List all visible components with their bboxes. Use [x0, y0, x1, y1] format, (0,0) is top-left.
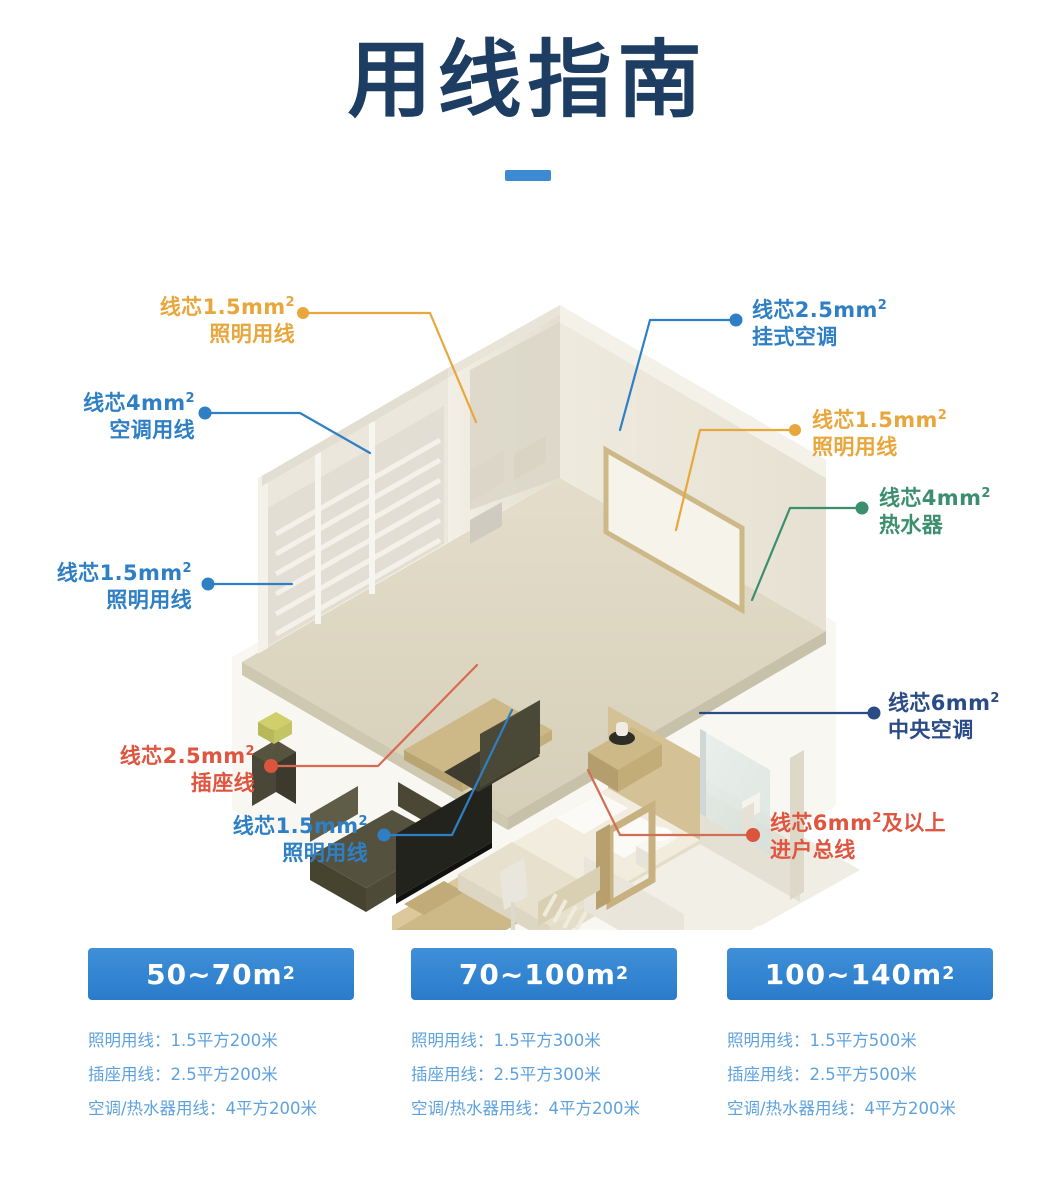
- callout-line1: 线芯2.5mm2: [752, 298, 888, 322]
- closet-rail: [538, 866, 600, 930]
- callout-line1: 线芯1.5mm2: [159, 295, 295, 319]
- callout-line1: 线芯2.5mm2: [119, 744, 255, 768]
- card-row-ac-heater: 空调/热水器用线：4平方200米: [411, 1098, 641, 1118]
- nightstand: [588, 722, 662, 792]
- card-row-ac-heater: 空调/热水器用线：4平方200米: [88, 1098, 318, 1118]
- leader-main-feed: [586, 768, 755, 837]
- callout-wall-ac-top-right: 线芯2.5mm2 挂式空调: [752, 297, 887, 352]
- callout-line2: 照明用线: [812, 435, 898, 460]
- television: [396, 778, 492, 904]
- callout-lighting-mid-left: 线芯1.5mm2 照明用线: [0, 560, 192, 615]
- callout-lighting-top-right: 线芯1.5mm2 照明用线: [812, 407, 947, 462]
- leader-lighting-top-right: [674, 428, 797, 532]
- card-row-lighting: 照明用线：1.5平方200米: [88, 1031, 278, 1050]
- callout-lighting-bottom-left: 线芯1.5mm2 照明用线: [140, 813, 368, 868]
- callout-line2: 插座线: [190, 771, 255, 796]
- callout-central-ac: 线芯6mm2 中央空调: [888, 690, 1000, 745]
- room-partition: [470, 322, 560, 510]
- callout-main-feed: 线芯6mm2及以上 进户总线: [770, 810, 946, 865]
- card-body-100-140: 照明用线：1.5平方500米 插座用线：2.5平方500米 空调/热水器用线：4…: [727, 1024, 993, 1125]
- page-header: 用线指南: [0, 0, 1055, 210]
- office-chair: [444, 700, 540, 792]
- callout-line2: 空调用线: [109, 418, 195, 443]
- callout-line2: 挂式空调: [752, 325, 838, 350]
- callout-line2: 中央空调: [888, 718, 974, 743]
- callout-line2: 进户总线: [770, 838, 856, 863]
- card-row-socket: 插座用线：2.5平方300米: [411, 1064, 601, 1084]
- card-row-socket: 插座用线：2.5平方200米: [88, 1064, 278, 1084]
- leader-socket-bottom-left: [269, 663, 479, 768]
- card-row-ac-heater: 空调/热水器用线：4平方200米: [727, 1098, 957, 1118]
- callout-line2: 照明用线: [209, 322, 295, 347]
- callout-line1: 线芯4mm2: [879, 486, 991, 510]
- leader-lighting-top-left: [301, 311, 478, 424]
- card-row-socket: 插座用线：2.5平方500米: [727, 1064, 917, 1084]
- callout-line2: 照明用线: [282, 841, 368, 866]
- leader-lighting-bottom-left: [382, 708, 514, 837]
- title-underline-accent: [504, 170, 551, 181]
- callout-line1: 线芯6mm2: [888, 691, 1000, 715]
- callout-lighting-top-left: 线芯1.5mm2 照明用线: [10, 294, 295, 349]
- callout-line1: 线芯1.5mm2: [812, 408, 948, 432]
- potted-plant: [252, 712, 296, 806]
- page-title: 用线指南: [347, 31, 708, 129]
- leader-water-heater: [750, 506, 864, 602]
- callout-line1: 线芯4mm2: [83, 391, 195, 415]
- callout-line2: 照明用线: [106, 588, 192, 613]
- card-row-lighting: 照明用线：1.5平方500米: [727, 1031, 917, 1050]
- leader-ac-top-left: [203, 411, 372, 455]
- leader-lines: [198, 307, 881, 842]
- callout-line1: 线芯1.5mm2: [232, 814, 368, 838]
- card-body-50-70: 照明用线：1.5平方200米 插座用线：2.5平方200米 空调/热水器用线：4…: [88, 1024, 354, 1125]
- apartment-illustration: 线芯1.5mm2 照明用线 线芯4mm2 空调用线 线芯1.5mm2 照明用线 …: [0, 210, 1055, 930]
- bathroom: [584, 729, 804, 930]
- floor-lamp: [500, 858, 528, 930]
- callout-line2: 热水器: [879, 513, 944, 538]
- callout-line1: 线芯1.5mm2: [56, 561, 192, 585]
- ceiling-edge: [262, 305, 560, 486]
- callout-ac-top-left: 线芯4mm2 空调用线: [0, 390, 195, 445]
- card-row-lighting: 照明用线：1.5平方300米: [411, 1031, 601, 1050]
- isometric-room-svg: [198, 305, 881, 930]
- callout-line1: 线芯6mm2及以上: [770, 811, 947, 835]
- balcony-glass-wall: [258, 368, 448, 654]
- callout-water-heater: 线芯4mm2 热水器: [879, 485, 991, 540]
- callout-socket-bottom-left: 线芯2.5mm2 插座线: [25, 743, 255, 798]
- leader-wall-ac: [618, 318, 738, 432]
- card-body-70-100: 照明用线：1.5平方300米 插座用线：2.5平方300米 空调/热水器用线：4…: [411, 1024, 677, 1125]
- back-right-wall: [560, 305, 826, 631]
